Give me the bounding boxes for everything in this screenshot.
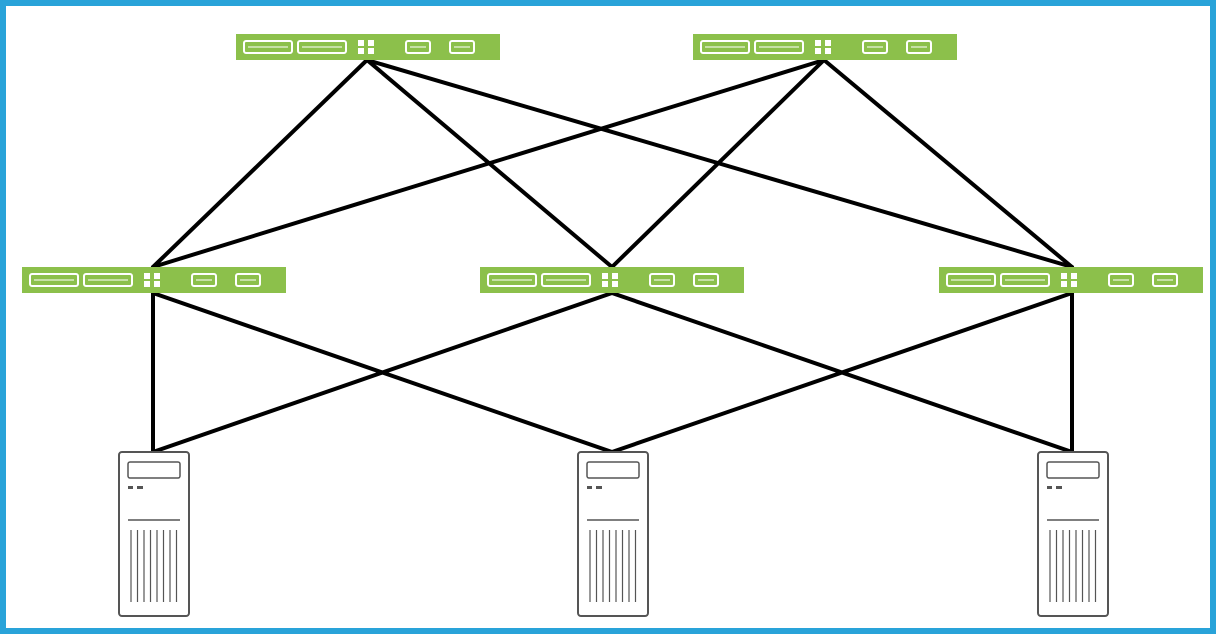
spine-2-switch-icon xyxy=(693,34,957,60)
server-2-tower-server-icon xyxy=(577,451,649,617)
link-spine-2-leaf-1 xyxy=(151,58,826,269)
link-leaf-3-server-2 xyxy=(610,291,1074,454)
server-1-tower-server-icon xyxy=(118,451,190,617)
leaf-1-switch-icon xyxy=(22,267,286,293)
link-spine-2-leaf-2 xyxy=(610,58,826,269)
spine-1-switch-icon xyxy=(236,34,500,60)
leaf-2-switch-icon xyxy=(480,267,744,293)
link-spine-1-leaf-1 xyxy=(151,58,369,269)
nodes-layer xyxy=(22,34,1203,617)
links-layer xyxy=(151,58,1074,454)
leaf-3-switch-icon xyxy=(939,267,1203,293)
server-3-tower-server-icon xyxy=(1037,451,1109,617)
link-leaf-2-server-1 xyxy=(151,291,614,454)
link-spine-2-leaf-3 xyxy=(822,58,1074,269)
